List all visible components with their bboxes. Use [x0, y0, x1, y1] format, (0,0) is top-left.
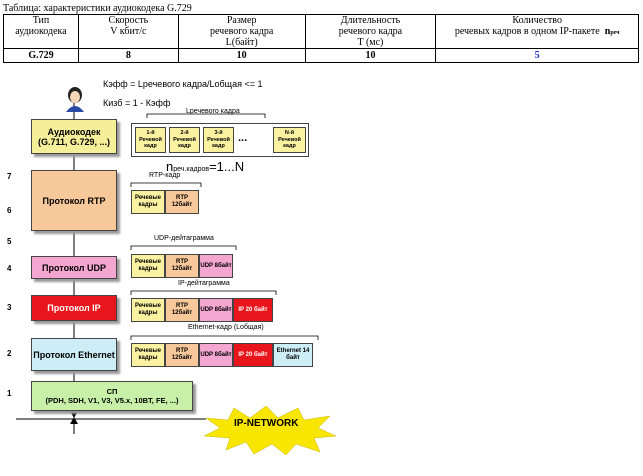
- cell-voice-frames: Речевые кадры: [131, 254, 165, 278]
- cell-ip-header: IP 20 байт: [233, 298, 273, 322]
- udp-datagram-label: UDP-дейтаграмма: [154, 235, 214, 242]
- ip-datagram-label: IP-дейтаграмма: [178, 280, 230, 287]
- cell-udp-header: UDP 8байт: [199, 298, 233, 322]
- voice-cell-n: N-й Речевой кадр: [273, 127, 306, 153]
- layer-number-4: 4: [7, 264, 12, 273]
- frame-count-formula: nреч.кадров=1...N: [166, 159, 245, 174]
- layer-udp: Протокол UDP: [31, 256, 117, 279]
- rtp-frame-row: Речевые кадры RTP 12байт: [131, 190, 199, 214]
- table-caption: Таблица: характеристики аудиокодека G.72…: [3, 3, 192, 14]
- cell-size: 10: [177, 48, 306, 63]
- ellipsis-text: ...: [238, 132, 248, 144]
- cell-ip-header: IP 20 байт: [233, 343, 273, 367]
- formula-redundancy: Кизб = 1 - Кэфф: [103, 98, 171, 108]
- voice-cell-3: 3-й Речевой кадр: [203, 127, 234, 153]
- layer-transmission-system: СП (PDH, SDH, V1, V3, V5.x, 10BT, FE, ..…: [31, 381, 193, 411]
- layer-ip: Протокол IP: [31, 295, 117, 321]
- cell-ethernet-header: Ethernet 14 байт: [273, 343, 313, 367]
- cell-udp-header: UDP 8байт: [199, 343, 233, 367]
- cell-speed: 8: [77, 48, 179, 63]
- voice-cell-2: 2-й Речевой кадр: [169, 127, 200, 153]
- ethernet-frame-label: Ethernet-кадр (Lобщая): [188, 324, 264, 331]
- cell-codec: G.729: [3, 48, 79, 63]
- cell-voice-frames: Речевые кадры: [131, 298, 165, 322]
- user-icon: [66, 87, 84, 112]
- cell-udp-header: UDP 8байт: [199, 254, 233, 278]
- cell-rtp-header: RTP 12байт: [165, 254, 199, 278]
- layer-number-3: 3: [7, 303, 12, 312]
- layer-codec: Аудиокодек (G.711, G.729, ...): [31, 119, 117, 154]
- layer-ethernet: Протокол Ethernet: [31, 338, 117, 371]
- cell-rtp-header: RTP 12байт: [165, 190, 199, 214]
- layer-number-2: 2: [7, 349, 12, 358]
- formula-efficiency: Кэфф = Lречевого кадра/Lобщая <= 1: [103, 79, 263, 89]
- cell-count: 5: [435, 48, 639, 63]
- voice-frame-length-label: Lречевого кадра: [186, 108, 240, 115]
- cell-voice-frames: Речевые кадры: [131, 190, 165, 214]
- rtp-frame-label: RTP-кадр: [149, 172, 181, 179]
- layer-number-6: 6: [7, 206, 12, 215]
- table-row: G.729 8 10 10 5: [3, 48, 639, 63]
- ip-datagram-row: Речевые кадры RTP 12байт UDP 8байт IP 20…: [131, 298, 273, 322]
- voice-frames-container: 1-й Речевой кадр 2-й Речевой кадр 3-й Ре…: [131, 123, 309, 157]
- cell-duration: 10: [304, 48, 437, 63]
- ip-network-burst: [203, 405, 337, 456]
- layer-rtp: Протокол RTP: [31, 170, 117, 231]
- cell-voice-frames: Речевые кадры: [131, 343, 165, 367]
- voice-cell-1: 1-й Речевой кадр: [135, 127, 166, 153]
- layer-number-5: 5: [7, 237, 12, 246]
- layer-number-7: 7: [7, 172, 12, 181]
- ethernet-frame-row: Речевые кадры RTP 12байт UDP 8байт IP 20…: [131, 343, 313, 367]
- udp-datagram-row: Речевые кадры RTP 12байт UDP 8байт: [131, 254, 233, 278]
- cell-rtp-header: RTP 12байт: [165, 298, 199, 322]
- ip-network-label: IP-NETWORK: [234, 418, 299, 429]
- cell-rtp-header: RTP 12байт: [165, 343, 199, 367]
- layer-number-1: 1: [7, 389, 12, 398]
